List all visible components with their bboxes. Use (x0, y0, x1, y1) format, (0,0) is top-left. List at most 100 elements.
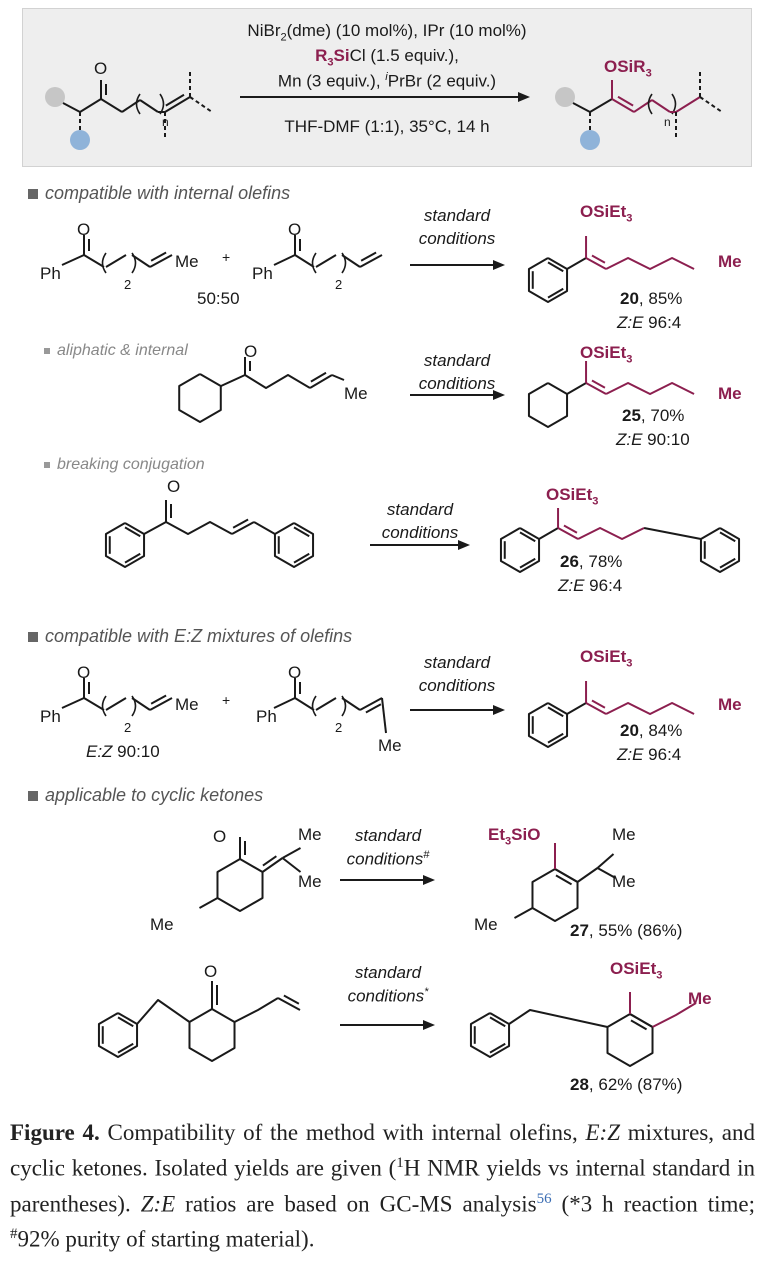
atom-o: O (204, 962, 218, 981)
arrowhead-icon (518, 92, 530, 102)
label-text: OSiR (604, 57, 646, 76)
benzene-ring (97, 1012, 139, 1058)
atom-ph: Ph (252, 264, 273, 283)
ratio-value: 96:4 (643, 745, 682, 764)
cond-text: conditions (347, 986, 425, 1006)
general-scheme-box (22, 8, 752, 167)
arrowhead-icon (423, 1020, 435, 1030)
double-bond (262, 855, 277, 867)
compound-number: 28 (570, 1075, 589, 1094)
bond (281, 857, 302, 873)
cond-text: (dme) (10 mol%), IPr (10 mol%) (286, 21, 527, 40)
aromatic-bond (124, 526, 141, 538)
subscript-2: 2 (335, 720, 343, 735)
section-aliphatic: aliphatic & internal (44, 342, 188, 360)
atom-me: Me (298, 872, 322, 891)
atom-o: O (77, 663, 91, 682)
benzene-ring (104, 522, 146, 568)
bond (136, 999, 191, 1025)
cond-text: Mn (3 equiv.), (277, 71, 386, 91)
aromatic-bond (519, 531, 536, 543)
atom-o: O (288, 663, 302, 682)
section-label: applicable to cyclic ketones (45, 785, 264, 805)
compound-number: 27 (570, 921, 589, 940)
compound-number: 26 (560, 552, 579, 571)
double-bond (277, 997, 301, 1011)
bond (605, 257, 695, 270)
ratio-label: Z:E (558, 576, 585, 595)
label-sub: 3 (505, 835, 512, 848)
caption-text: H NMR yields vs internal standard in par… (10, 1155, 755, 1217)
compound-20-ratio: Z:E 96:4 (617, 314, 681, 331)
aromatic-bond (489, 1016, 506, 1028)
atom-ph: Ph (256, 707, 277, 726)
label-sub: 3 (656, 969, 663, 982)
cyclohexene-ring (531, 868, 579, 922)
bond (282, 847, 302, 859)
compound-20-yield: 20, 85% (620, 290, 682, 307)
bracket (101, 252, 107, 274)
bond (596, 853, 615, 869)
conditions-label: standard (423, 206, 491, 225)
compound-number: 20 (620, 721, 639, 740)
atom-me: Me (688, 989, 712, 1008)
ratio-value: 96:4 (643, 313, 682, 332)
aromatic-bond (117, 1016, 134, 1028)
atom-o: O (77, 220, 91, 239)
bond (62, 98, 123, 113)
compound-number: 20 (620, 289, 639, 308)
atom-me: Me (344, 384, 368, 403)
double-bond (555, 874, 573, 886)
atom-me: Me (175, 695, 199, 714)
benzene-ring (699, 527, 741, 573)
conditions-label: standard (423, 653, 491, 672)
cond-text: Si (333, 46, 350, 65)
bond (61, 697, 85, 709)
bond (652, 1002, 697, 1028)
double-bond (309, 374, 333, 389)
osiet3-label: OSiEt3 (580, 203, 632, 224)
osiet3-label: OSiEt3 (546, 486, 598, 507)
subscript-2: 2 (124, 277, 132, 292)
atom-me: Me (612, 872, 636, 891)
double-bond (150, 251, 167, 262)
bond (508, 1009, 608, 1028)
bond (576, 867, 599, 883)
atom-o: O (213, 827, 227, 846)
double-bond (617, 95, 634, 107)
silane-conditions: R3SiCl (1.5 equiv.), (315, 47, 459, 68)
double-bond (554, 868, 579, 883)
benzene-ring (527, 702, 569, 748)
bond (566, 257, 587, 270)
dashed-bond (699, 96, 723, 113)
ratio-label: Z:E (616, 430, 643, 449)
double-bond (629, 1013, 654, 1028)
ratio-value: 90:10 (642, 430, 690, 449)
bullet-square-icon (28, 632, 38, 642)
osiet3-label: OSiEt3 (610, 960, 662, 981)
caption-text: 92% purity of starting material). (17, 1226, 315, 1252)
bond (273, 254, 296, 266)
atom-me: Me (718, 252, 742, 271)
caption-italic: E:Z (585, 1120, 621, 1145)
compound-25-yield: 25, 70% (622, 407, 684, 424)
benzene-ring (527, 257, 569, 303)
double-bond (591, 254, 606, 264)
aromatic-bond (547, 706, 564, 718)
double-bond (585, 702, 607, 715)
figure-caption: Figure 4. Compatibility of the method wi… (10, 1118, 755, 1255)
double-bond (150, 694, 167, 705)
bracket (135, 93, 141, 115)
atom-me: Me (298, 825, 322, 844)
bond (651, 99, 671, 113)
bond (315, 697, 337, 711)
bond (572, 98, 613, 113)
reference-link[interactable]: 56 (536, 1190, 552, 1207)
cond-sub: 2 (280, 31, 287, 44)
cond-text: PrBr (2 equiv.) (387, 71, 497, 91)
aromatic-bond (547, 287, 564, 299)
aromatic-bond (719, 531, 736, 543)
bullet-square-icon (44, 347, 50, 354)
arrowhead-icon (493, 390, 505, 400)
section-label: compatible with E:Z mixtures of olefins (45, 626, 353, 646)
